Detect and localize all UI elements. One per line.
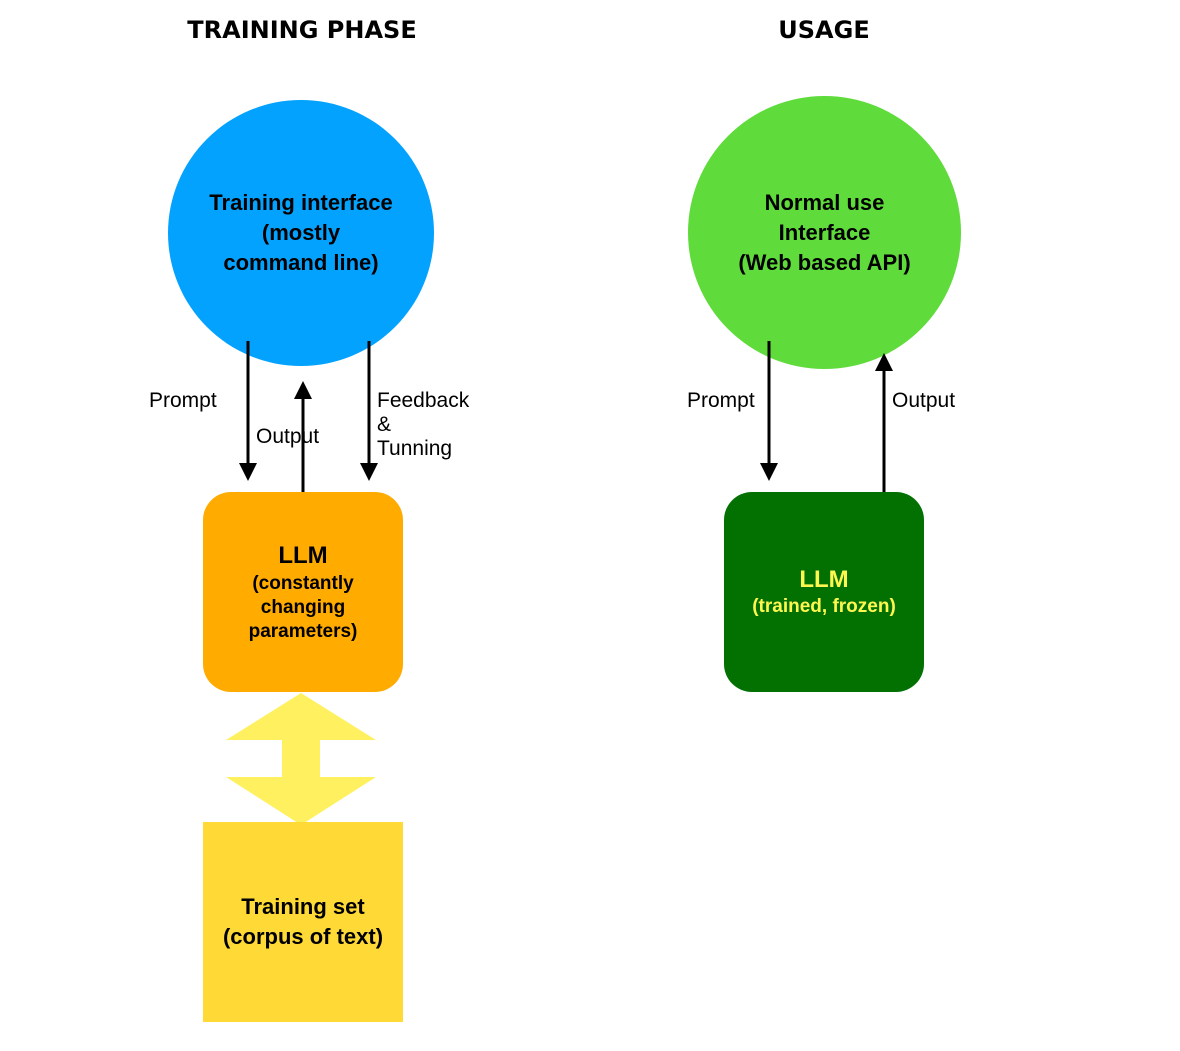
training-interface-node: Training interface (mostly command line) bbox=[168, 100, 434, 366]
training-phase-heading: TRAINING PHASE bbox=[187, 16, 417, 44]
training-interface-line-3: command line) bbox=[223, 250, 379, 275]
feedback-label-line-3: Tunning bbox=[377, 437, 453, 460]
usage-prompt-label: Prompt bbox=[687, 389, 755, 412]
usage-interface-line-3: (Web based API) bbox=[738, 249, 911, 275]
feedback-label-line-2: & bbox=[377, 413, 392, 436]
training-set-line-2: (corpus of text) bbox=[222, 924, 384, 949]
training-prompt-label: Prompt bbox=[149, 389, 217, 412]
usage-llm-node: LLM (trained, frozen) bbox=[724, 492, 924, 692]
usage-interface-node: Normal use Interface (Web based API) bbox=[688, 96, 961, 369]
training-llm-line-1: (constantly bbox=[252, 573, 354, 594]
usage-output-label: Output bbox=[892, 389, 956, 412]
training-llm-line-3: parameters) bbox=[248, 621, 358, 642]
usage-interface-line-2: Interface bbox=[778, 219, 871, 245]
training-llm-title: LLM bbox=[278, 542, 328, 569]
usage-llm-title: LLM bbox=[799, 566, 849, 593]
training-output-label: Output bbox=[256, 425, 320, 448]
usage-interface-line-1: Normal use bbox=[764, 189, 885, 215]
training-feedback-label: Feedback & Tunning bbox=[377, 389, 469, 461]
usage-llm-subtitle: (trained, frozen) bbox=[752, 596, 896, 617]
training-set-node: Training set (corpus of text) bbox=[203, 822, 403, 1022]
usage-heading: USAGE bbox=[778, 16, 870, 44]
training-llm-line-2: changing bbox=[260, 597, 346, 618]
training-set-line-1: Training set bbox=[241, 894, 365, 919]
feedback-label-line-1: Feedback bbox=[377, 389, 470, 412]
training-interface-line-1: Training interface bbox=[209, 190, 393, 215]
training-llm-node: LLM (constantly changing parameters) bbox=[203, 492, 403, 692]
training-interface-line-2: (mostly bbox=[261, 220, 341, 245]
double-arrow bbox=[226, 693, 376, 825]
